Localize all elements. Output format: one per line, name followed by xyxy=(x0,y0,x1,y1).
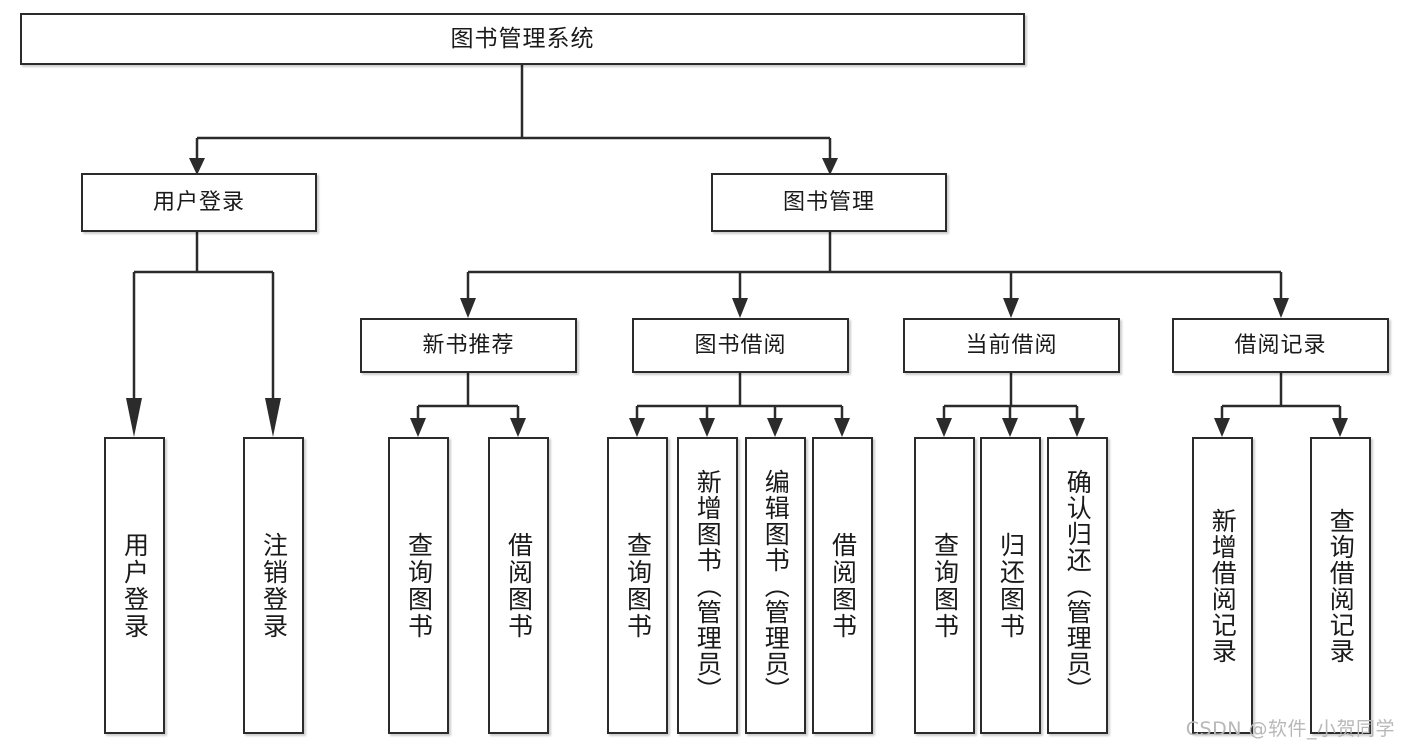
node-leaf-logout-login[interactable]: 注销登录 xyxy=(243,437,304,734)
node-leaf-query-book-3-label: 查询图书 xyxy=(930,531,960,640)
csdn-watermark: CSDN @软件_小贺同学 xyxy=(1185,718,1395,740)
node-leaf-query-record-label: 查询借阅记录 xyxy=(1326,507,1356,664)
arrowhead-current-borrow xyxy=(1003,298,1019,318)
node-borrow-record-label: 借阅记录 xyxy=(1234,332,1327,358)
node-leaf-user-login[interactable]: 用户登录 xyxy=(104,437,165,734)
node-root[interactable]: 图书管理系统 xyxy=(20,13,1025,65)
node-book-manage-label: 图书管理 xyxy=(782,189,875,215)
arrowhead-leaf-logout-login xyxy=(265,398,281,437)
arrowhead-leaf-add-book xyxy=(699,418,715,437)
arrowhead-leaf-query-book-2 xyxy=(629,418,645,437)
node-leaf-user-login-label: 用户登录 xyxy=(120,531,150,640)
node-leaf-return-book-label: 归还图书 xyxy=(996,531,1026,640)
arrowhead-leaf-add-record xyxy=(1214,418,1230,437)
node-leaf-borrow-book-2-label: 借阅图书 xyxy=(828,531,858,640)
node-leaf-edit-book[interactable]: 编辑图书（管理员） xyxy=(745,437,806,734)
node-leaf-add-record-label: 新增借阅记录 xyxy=(1208,507,1238,664)
node-leaf-borrow-book-2[interactable]: 借阅图书 xyxy=(812,437,873,734)
node-book-manage[interactable]: 图书管理 xyxy=(711,173,947,232)
node-leaf-query-record[interactable]: 查询借阅记录 xyxy=(1310,437,1371,734)
arrowhead-leaf-edit-book xyxy=(767,418,783,437)
arrowhead-new-book-recommend xyxy=(460,298,476,318)
arrowhead-book-borrow xyxy=(732,298,748,318)
node-leaf-add-book[interactable]: 新增图书（管理员） xyxy=(677,437,738,734)
arrowhead-leaf-query-book-3 xyxy=(936,418,952,437)
arrowhead-leaf-query-book-1 xyxy=(410,418,426,437)
node-leaf-confirm-return-label: 确认归还（管理员） xyxy=(1063,468,1093,703)
arrowhead-leaf-confirm-return xyxy=(1069,418,1085,437)
node-leaf-query-book-3[interactable]: 查询图书 xyxy=(914,437,975,734)
node-book-borrow-label: 图书借阅 xyxy=(694,332,787,358)
node-leaf-add-book-label: 新增图书（管理员） xyxy=(693,468,723,703)
arrowhead-leaf-query-record xyxy=(1332,418,1348,437)
node-book-borrow[interactable]: 图书借阅 xyxy=(632,318,849,373)
node-leaf-edit-book-label: 编辑图书（管理员） xyxy=(761,468,791,703)
arrowhead-leaf-return-book xyxy=(1002,418,1018,437)
node-leaf-borrow-book-1[interactable]: 借阅图书 xyxy=(488,437,549,734)
arrowhead-borrow-record xyxy=(1273,298,1289,318)
node-current-borrow[interactable]: 当前借阅 xyxy=(903,318,1120,373)
arrowhead-leaf-borrow-book-2 xyxy=(834,418,850,437)
node-new-book-recommend-label: 新书推荐 xyxy=(422,332,515,358)
node-user-login-label: 用户登录 xyxy=(152,189,245,215)
node-root-label: 图书管理系统 xyxy=(450,25,595,52)
arrowhead-leaf-borrow-book-1 xyxy=(510,418,526,437)
node-user-login[interactable]: 用户登录 xyxy=(81,173,317,232)
node-leaf-query-book-1-label: 查询图书 xyxy=(404,531,434,640)
arrowhead-leaf-user-login xyxy=(126,398,142,437)
node-leaf-borrow-book-1-label: 借阅图书 xyxy=(504,531,534,640)
node-borrow-record[interactable]: 借阅记录 xyxy=(1172,318,1389,373)
node-leaf-add-record[interactable]: 新增借阅记录 xyxy=(1192,437,1253,734)
node-leaf-query-book-2-label: 查询图书 xyxy=(623,531,653,640)
node-leaf-query-book-2[interactable]: 查询图书 xyxy=(607,437,668,734)
node-leaf-query-book-1[interactable]: 查询图书 xyxy=(388,437,449,734)
node-current-borrow-label: 当前借阅 xyxy=(965,332,1058,358)
node-new-book-recommend[interactable]: 新书推荐 xyxy=(360,318,577,373)
node-leaf-return-book[interactable]: 归还图书 xyxy=(980,437,1041,734)
node-leaf-confirm-return[interactable]: 确认归还（管理员） xyxy=(1047,437,1108,734)
node-leaf-logout-login-label: 注销登录 xyxy=(259,531,289,640)
